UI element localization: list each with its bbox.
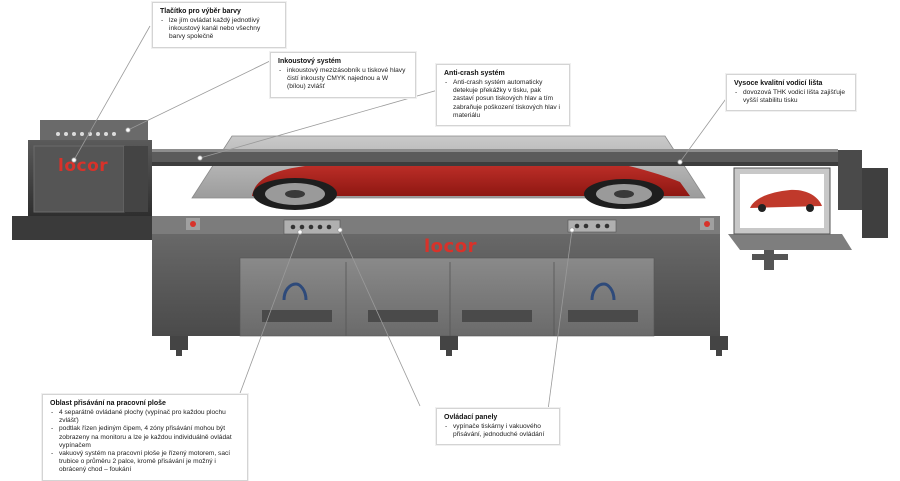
callout-item: vakuový systém na pracovní ploše je říze…: [50, 450, 240, 475]
callout-item: inkoustový mezizásobník u tiskové hlavy …: [278, 67, 408, 92]
callout-anti-crash: Anti-crash systém Anti-crash systém auto…: [436, 64, 570, 127]
monitor: [728, 167, 852, 270]
control-panel-right: [567, 219, 617, 233]
callout-item: dovozová THK vodicí lišta zajišťuje vyšš…: [734, 89, 848, 105]
callout-item: vypínače tiskárny i vakuového přisávání,…: [444, 423, 552, 439]
callout-ink-system: Inkoustový systém inkoustový mezizásobní…: [270, 52, 416, 98]
callout-control-panels: Ovládací panely vypínače tiskárny i vaku…: [436, 408, 560, 446]
callout-color-button: Tlačítko pro výběr barvy lze jím ovládat…: [152, 2, 286, 48]
callout-guide-rail: Vysoce kvalitní vodicí lišta dovozová TH…: [726, 74, 856, 112]
body-logo: locor: [424, 236, 477, 257]
callout-item: lze jím ovládat každý jednotlivý inkoust…: [160, 17, 278, 42]
callout-title: Tlačítko pro výběr barvy: [160, 8, 241, 15]
callout-title: Vysoce kvalitní vodicí lišta: [734, 80, 823, 87]
vacuum-pipes: [282, 282, 616, 301]
callout-title: Ovládací panely: [444, 414, 498, 421]
carriage-logo: locor: [58, 156, 109, 176]
callout-title: Inkoustový systém: [278, 58, 342, 65]
callout-title: Anti-crash systém: [444, 70, 505, 77]
callout-item: 4 separátně ovládané plochy (vypínač pro…: [50, 409, 240, 425]
gantry-beam: [148, 152, 838, 162]
callout-vacuum-area: Oblast přisávání na pracovní ploše 4 sep…: [42, 394, 248, 481]
callout-item: Anti-crash systém automaticky detekuje p…: [444, 79, 562, 120]
callout-title: Oblast přisávání na pracovní ploše: [50, 400, 166, 407]
callout-item: podtlak řízen jediným čipem, 4 zóny přis…: [50, 425, 240, 450]
print-head-carriage: [12, 120, 152, 240]
